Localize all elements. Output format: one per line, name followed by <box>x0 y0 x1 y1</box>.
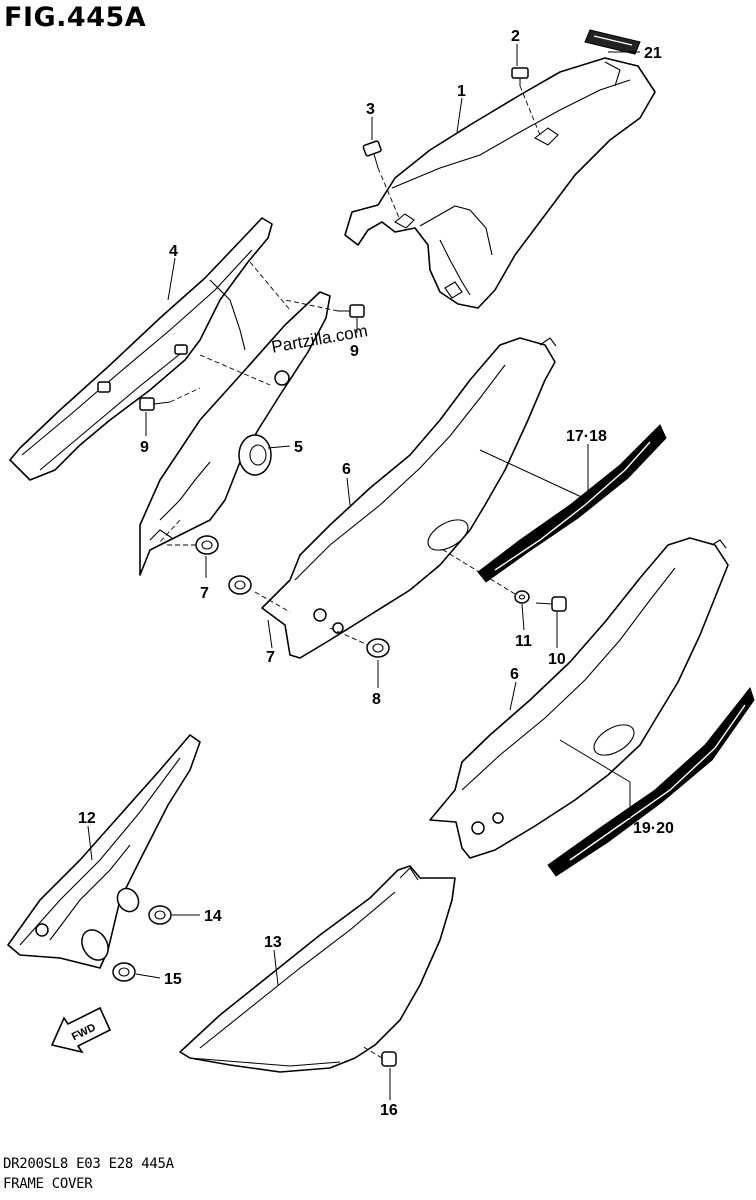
callout-6-lower[interactable]: 6 <box>510 666 519 683</box>
callout-4[interactable]: 4 <box>169 243 178 260</box>
part-6-frame-cover-upper[interactable] <box>261 337 557 659</box>
callout-numbers: 1 2 3 4 5 6 6 7 7 8 9 9 10 11 12 13 14 1… <box>78 28 674 1119</box>
callout-11[interactable]: 11 <box>515 633 532 650</box>
part-12-lower-frame-piece[interactable] <box>7 734 201 969</box>
callout-leaders <box>87 44 640 1100</box>
part-14-grommet[interactable] <box>148 905 172 925</box>
part-6-frame-cover-lower[interactable] <box>429 537 729 859</box>
section-name: FRAME COVER <box>3 1176 93 1192</box>
assembly-guide-lines <box>159 261 369 646</box>
callout-5[interactable]: 5 <box>294 439 303 456</box>
callout-8[interactable]: 8 <box>372 691 381 708</box>
callout-12[interactable]: 12 <box>78 810 96 827</box>
part-10-bolt[interactable] <box>535 596 567 612</box>
part-7-grommet-b[interactable] <box>228 575 252 595</box>
callout-13[interactable]: 13 <box>264 934 282 951</box>
callout-3[interactable]: 3 <box>366 101 375 118</box>
part-19-20-decal[interactable] <box>547 686 755 877</box>
part-11-washer[interactable] <box>514 590 530 604</box>
part-9-bolt-lower[interactable] <box>139 387 201 411</box>
part-5-frame-bracket[interactable] <box>139 291 331 576</box>
part-4-inner-frame-cover[interactable] <box>9 217 273 481</box>
part-13-side-cover[interactable] <box>179 865 456 1073</box>
part-2-bolt[interactable] <box>511 67 541 136</box>
part-8-grommet[interactable] <box>366 638 390 658</box>
callout-15[interactable]: 15 <box>164 971 182 988</box>
part-21-emblem[interactable] <box>584 29 641 55</box>
callout-19-20[interactable]: 19·20 <box>633 820 674 837</box>
callout-9-upper[interactable]: 9 <box>350 343 359 360</box>
callout-1[interactable]: 1 <box>457 83 466 100</box>
part-3-bolt[interactable] <box>362 140 401 221</box>
callout-6-upper[interactable]: 6 <box>342 461 351 478</box>
figure-title: FIG.445A <box>4 2 147 33</box>
callout-7-b[interactable]: 7 <box>266 649 275 666</box>
part-15-grommet[interactable] <box>112 962 136 982</box>
part-17-18-decal[interactable] <box>477 424 667 583</box>
callout-7-a[interactable]: 7 <box>200 585 209 602</box>
part-9-bolt-upper[interactable] <box>284 299 365 318</box>
model-code-line: DR200SL8 E03 E28 445A <box>3 1156 174 1172</box>
part-1-seat-tail-cover[interactable] <box>344 57 656 309</box>
callout-9-lower[interactable]: 9 <box>140 439 149 456</box>
fwd-direction-arrow: FWD <box>50 1006 112 1054</box>
part-16-bolt[interactable] <box>361 1045 397 1067</box>
callout-21[interactable]: 21 <box>644 45 662 62</box>
callout-17-18[interactable]: 17·18 <box>566 428 607 445</box>
callout-2[interactable]: 2 <box>511 28 520 45</box>
callout-14[interactable]: 14 <box>204 908 222 925</box>
callout-10[interactable]: 10 <box>548 651 566 668</box>
callout-16[interactable]: 16 <box>380 1102 398 1119</box>
part-7-grommet-a[interactable] <box>165 535 219 555</box>
